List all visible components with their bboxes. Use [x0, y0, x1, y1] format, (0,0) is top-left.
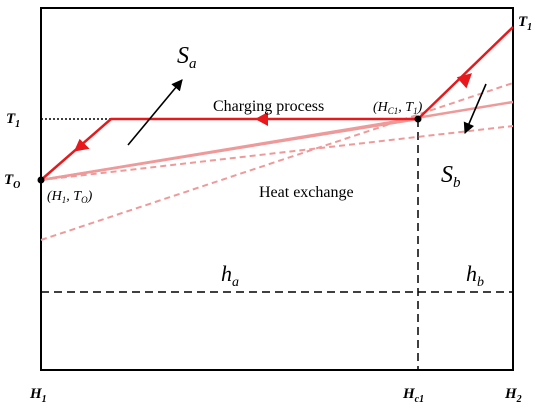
charging-arrow-3	[73, 138, 90, 152]
sb-label: Sb	[441, 162, 461, 191]
heat-exchange-line-dashed-2	[40, 82, 514, 241]
h1-axis-label: H1	[29, 386, 47, 405]
ha-label: ha	[221, 261, 239, 290]
point-h1-t0-label: (H1, TO)	[47, 189, 93, 205]
charging-arrow-1	[456, 73, 472, 89]
hb-label: hb	[466, 261, 484, 290]
plot-frame	[40, 7, 514, 371]
sa-label: Sa	[177, 43, 197, 72]
t1-left-label: T1	[6, 111, 20, 130]
h2-axis-label: H2	[504, 386, 522, 405]
sb-arrow	[463, 83, 487, 135]
point-h1-t0	[37, 176, 45, 184]
sa-arrow	[127, 79, 183, 146]
heat-exchange-label: Heat exchange	[259, 184, 354, 201]
t1-right-label: T1	[518, 14, 532, 33]
t0-left-label: TO	[4, 172, 20, 191]
heat-exchange-line-solid-2	[40, 100, 514, 182]
charging-arrow-2	[255, 112, 268, 126]
hc1-axis-label: Hc1	[402, 386, 424, 405]
charging-process-label: Charging process	[213, 98, 324, 115]
point-hc1-t1	[414, 115, 422, 123]
heat-exchange-line-dashed-1	[40, 125, 514, 181]
point-hc1-t1-label: (HC1, T1)	[373, 100, 423, 116]
